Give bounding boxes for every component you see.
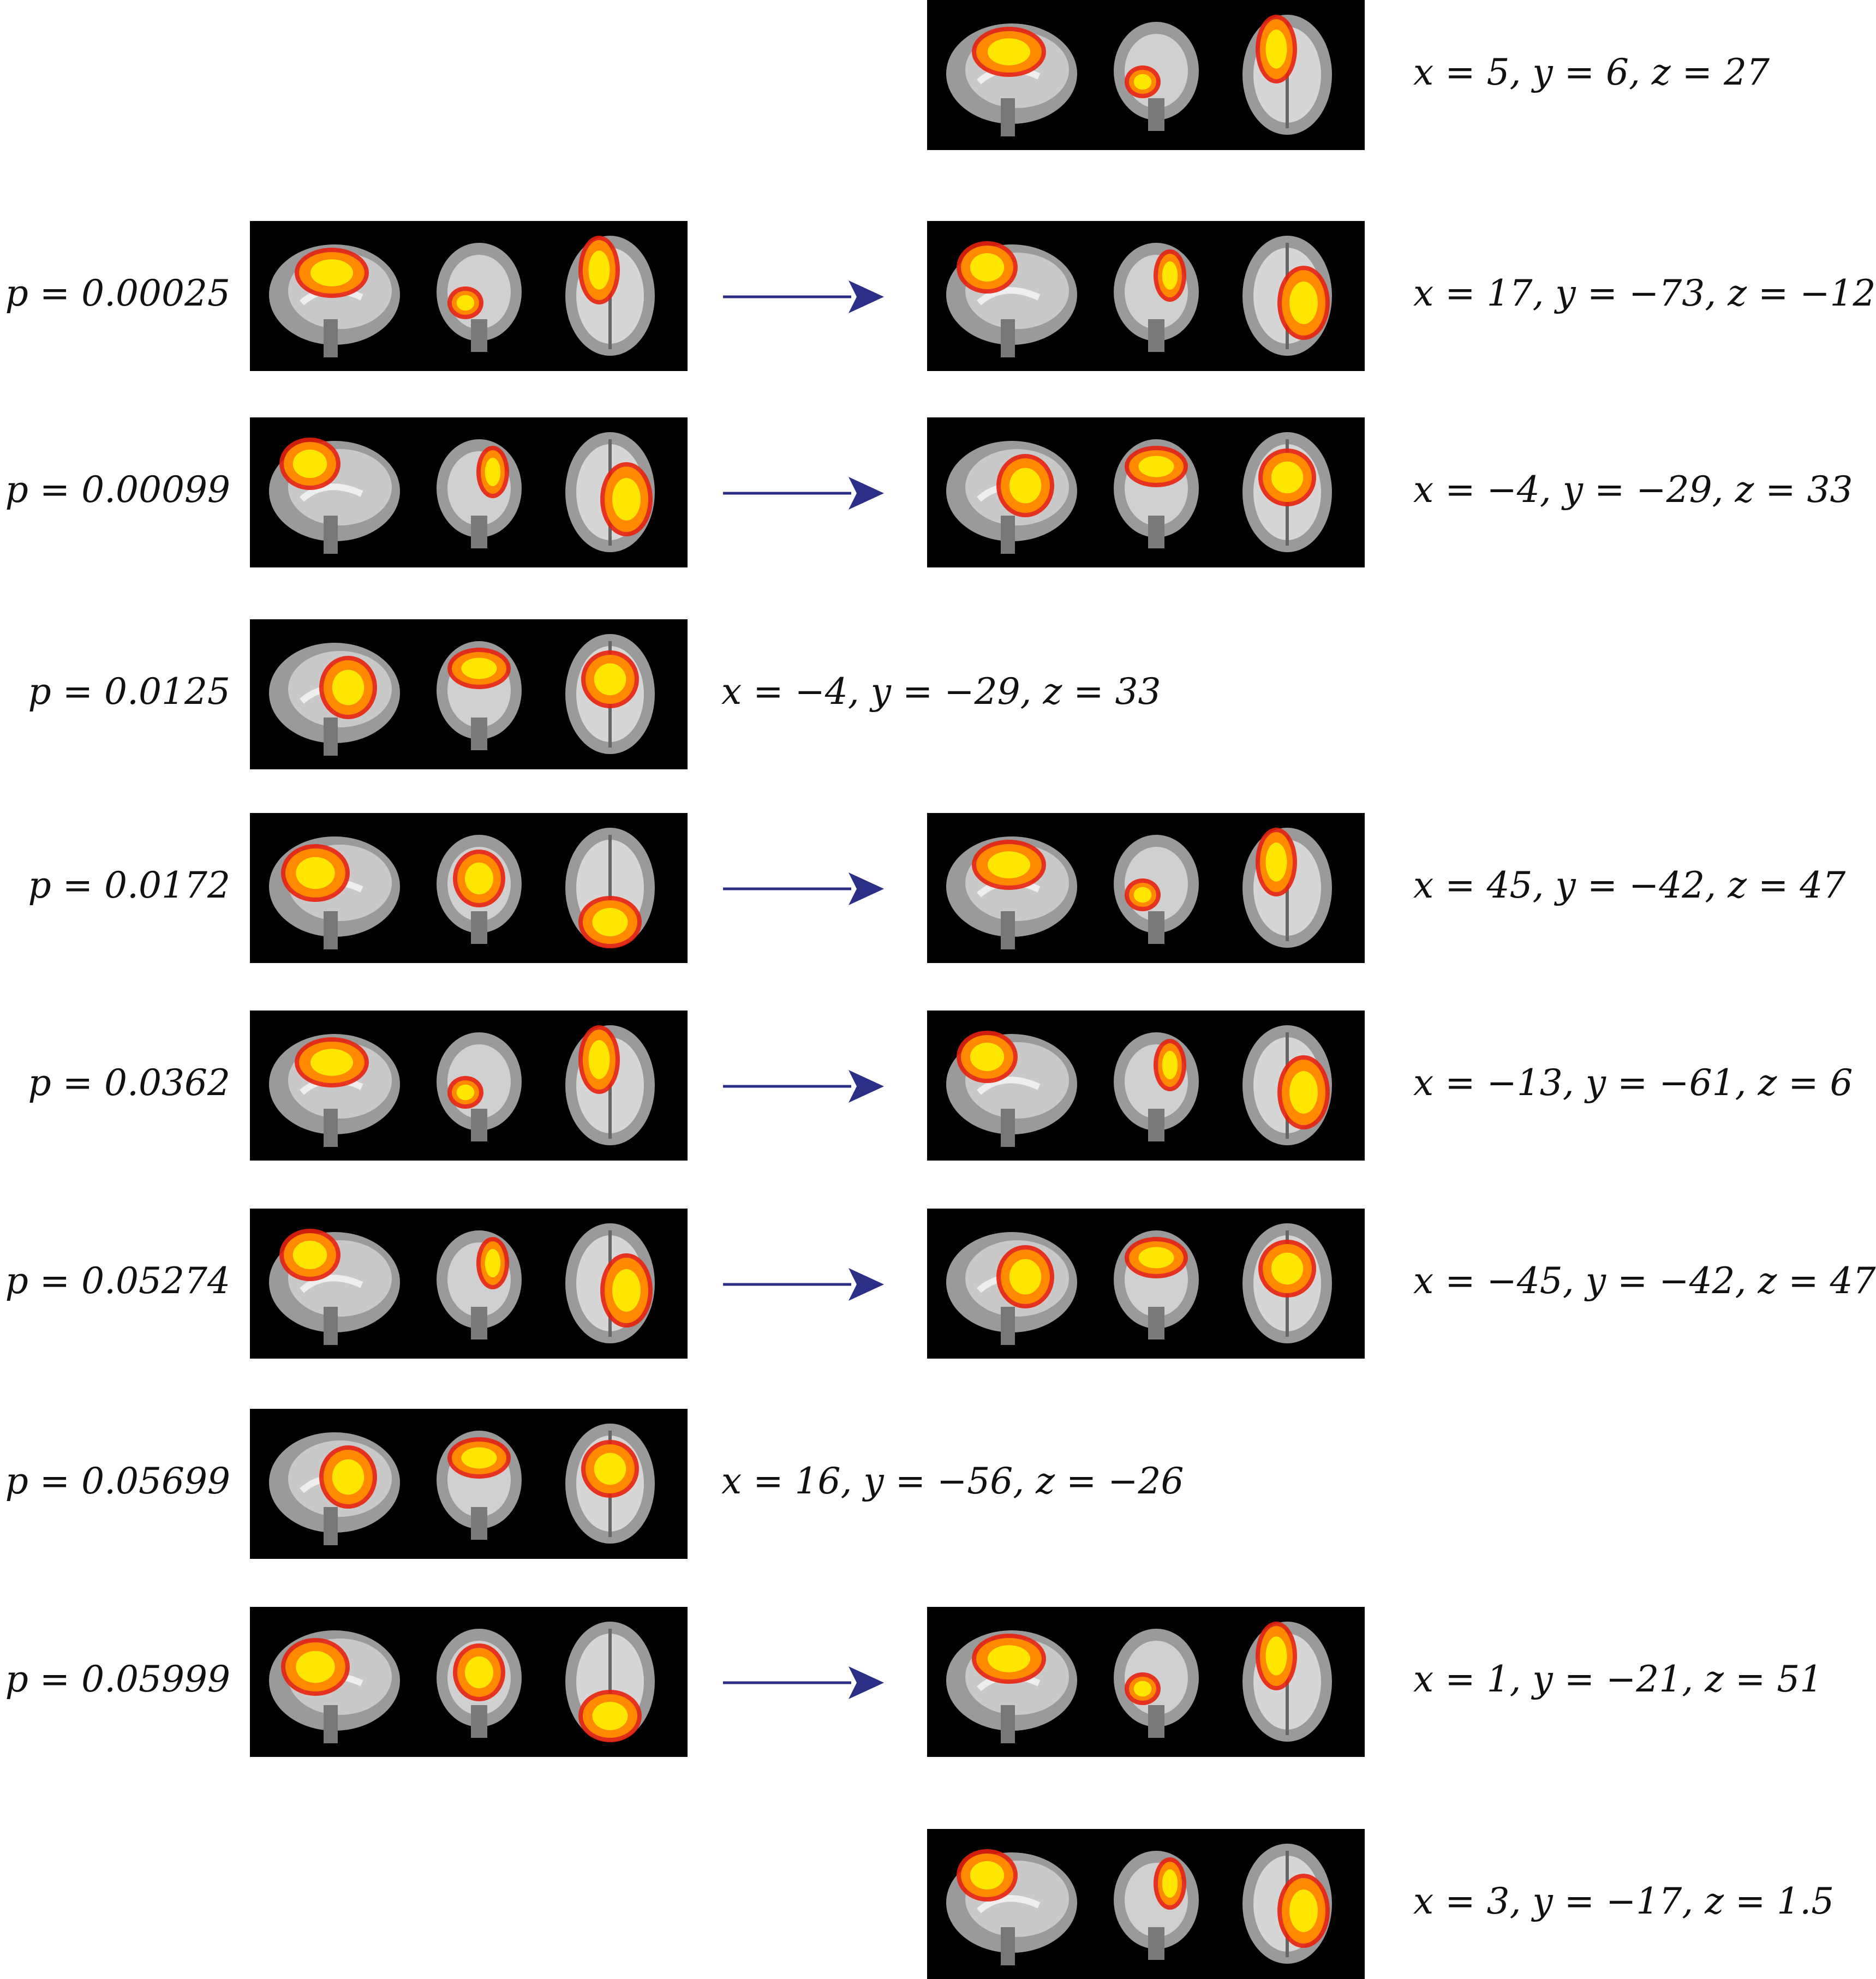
axial-slice: [565, 1622, 655, 1742]
axial-slice: [565, 236, 655, 356]
axial-slice: [565, 828, 655, 948]
axial-slice: [1242, 1844, 1332, 1964]
coronal-slice: [1114, 243, 1199, 352]
coronal-slice: [1114, 1032, 1199, 1141]
sagittal-slice: [946, 441, 1077, 554]
sagittal-slice: [269, 1229, 400, 1345]
sagittal-slice: [946, 241, 1077, 357]
figure-row: x = 3, y = −17, z = 1.5: [0, 1829, 1865, 1979]
sagittal-slice: [946, 1849, 1077, 1965]
p-value-label: p = 0.0362: [28, 1062, 230, 1104]
coronal-slice: [1114, 22, 1199, 131]
axial-slice: [1242, 1025, 1332, 1145]
coronal-slice: [1114, 835, 1199, 944]
sagittal-slice: [946, 23, 1077, 136]
figure-row: p = 0.0172 x = 45, y = −42, z = 47: [0, 813, 1865, 963]
sagittal-slice: [269, 1432, 400, 1545]
left-brain-panel: [250, 221, 688, 371]
sagittal-slice: [269, 1630, 400, 1743]
left-brain-panel: [250, 619, 688, 769]
figure-row: p = 0.05999 x = 1, y = −21, z = 51: [0, 1607, 1865, 1757]
sagittal-slice: [946, 1630, 1077, 1743]
p-value-label: p = 0.00025: [5, 272, 230, 314]
axial-slice: [1242, 1223, 1332, 1343]
right-brain-panel: [927, 221, 1365, 371]
coordinate-label: x = −4, y = −29, z = 33: [1413, 469, 1853, 511]
axial-slice: [565, 1424, 655, 1544]
right-brain-panel: [927, 0, 1365, 150]
axial-slice: [1242, 432, 1332, 552]
coronal-slice: [437, 1032, 522, 1141]
coordinate-label: x = 5, y = 6, z = 27: [1413, 51, 1770, 93]
coordinate-label: x = 45, y = −42, z = 47: [1413, 864, 1846, 906]
axial-slice: [565, 634, 655, 754]
coordinate-label: x = −4, y = −29, z = 33: [721, 671, 1161, 713]
sagittal-slice: [946, 836, 1077, 949]
coronal-slice: [1114, 1851, 1199, 1960]
right-brain-panel: [927, 1209, 1365, 1359]
arrow-right-icon: [723, 272, 887, 321]
left-brain-panel: [250, 1209, 688, 1359]
axial-slice: [1242, 828, 1332, 948]
axial-slice: [1242, 1622, 1332, 1742]
p-value-label: p = 0.0172: [28, 864, 230, 906]
coronal-slice: [437, 439, 522, 548]
coordinate-label: x = 1, y = −21, z = 51: [1413, 1658, 1823, 1700]
coordinate-label: x = −13, y = −61, z = 6: [1413, 1062, 1853, 1104]
coronal-slice: [437, 1431, 522, 1540]
sagittal-slice: [269, 643, 400, 756]
p-value-label: p = 0.05274: [5, 1260, 230, 1302]
axial-slice: [565, 1025, 655, 1145]
arrow-right-icon: [723, 1062, 887, 1111]
figure-row: p = 0.00025 x = 17, y = −73, z = −12: [0, 221, 1876, 371]
arrow-right-icon: [723, 864, 887, 913]
axial-slice: [1242, 236, 1332, 356]
axial-slice: [565, 1223, 655, 1343]
arrow-right-icon: [723, 1658, 887, 1707]
p-value-label: p = 0.05699: [5, 1460, 230, 1502]
sagittal-slice: [269, 1034, 400, 1147]
figure-row: p = 0.0362 x = −13, y = −61, z = 6: [0, 1011, 1865, 1161]
left-brain-panel: [250, 1607, 688, 1757]
axial-slice: [1242, 15, 1332, 135]
p-value-label: p = 0.00099: [5, 469, 230, 511]
coronal-slice: [437, 243, 522, 352]
coronal-slice: [437, 1230, 522, 1340]
left-brain-panel: [250, 1011, 688, 1161]
p-value-label: p = 0.05999: [5, 1658, 230, 1700]
right-brain-panel: [927, 813, 1365, 963]
sagittal-slice: [269, 438, 400, 554]
figure-row: p = 0.00099 x = −4, y = −29, z = 33: [0, 417, 1865, 567]
coordinate-label: x = 3, y = −17, z = 1.5: [1413, 1880, 1835, 1922]
sagittal-slice: [269, 244, 400, 357]
coronal-slice: [437, 1629, 522, 1738]
left-brain-panel: [250, 417, 688, 567]
right-brain-panel: [927, 1011, 1365, 1161]
coronal-slice: [437, 641, 522, 750]
left-brain-panel: [250, 1409, 688, 1559]
figure-row: p = 0.05699 x = 16, y = −56, z = −26: [0, 1409, 1865, 1559]
figure-row: x = 5, y = 6, z = 27: [0, 0, 1865, 150]
left-brain-panel: [250, 813, 688, 963]
right-brain-panel: [927, 417, 1365, 567]
arrow-right-icon: [723, 1260, 887, 1309]
coronal-slice: [1114, 439, 1199, 548]
coronal-slice: [1114, 1230, 1199, 1340]
arrow-right-icon: [723, 469, 887, 518]
figure-row: p = 0.0125 x = −4, y = −29, z = 33: [0, 619, 1865, 769]
p-value-label: p = 0.0125: [28, 671, 230, 713]
figure-row: p = 0.05274 x = −45, y = −42, z = 47: [0, 1209, 1876, 1359]
coordinate-label: x = 16, y = −56, z = −26: [721, 1460, 1184, 1502]
right-brain-panel: [927, 1829, 1365, 1979]
sagittal-slice: [269, 836, 400, 949]
right-brain-panel: [927, 1607, 1365, 1757]
axial-slice: [565, 432, 655, 552]
coordinate-label: x = 17, y = −73, z = −12: [1413, 272, 1876, 314]
coordinate-label: x = −45, y = −42, z = 47: [1413, 1260, 1876, 1302]
sagittal-slice: [946, 1232, 1077, 1345]
coronal-slice: [1114, 1629, 1199, 1738]
sagittal-slice: [946, 1031, 1077, 1147]
coronal-slice: [437, 835, 522, 944]
